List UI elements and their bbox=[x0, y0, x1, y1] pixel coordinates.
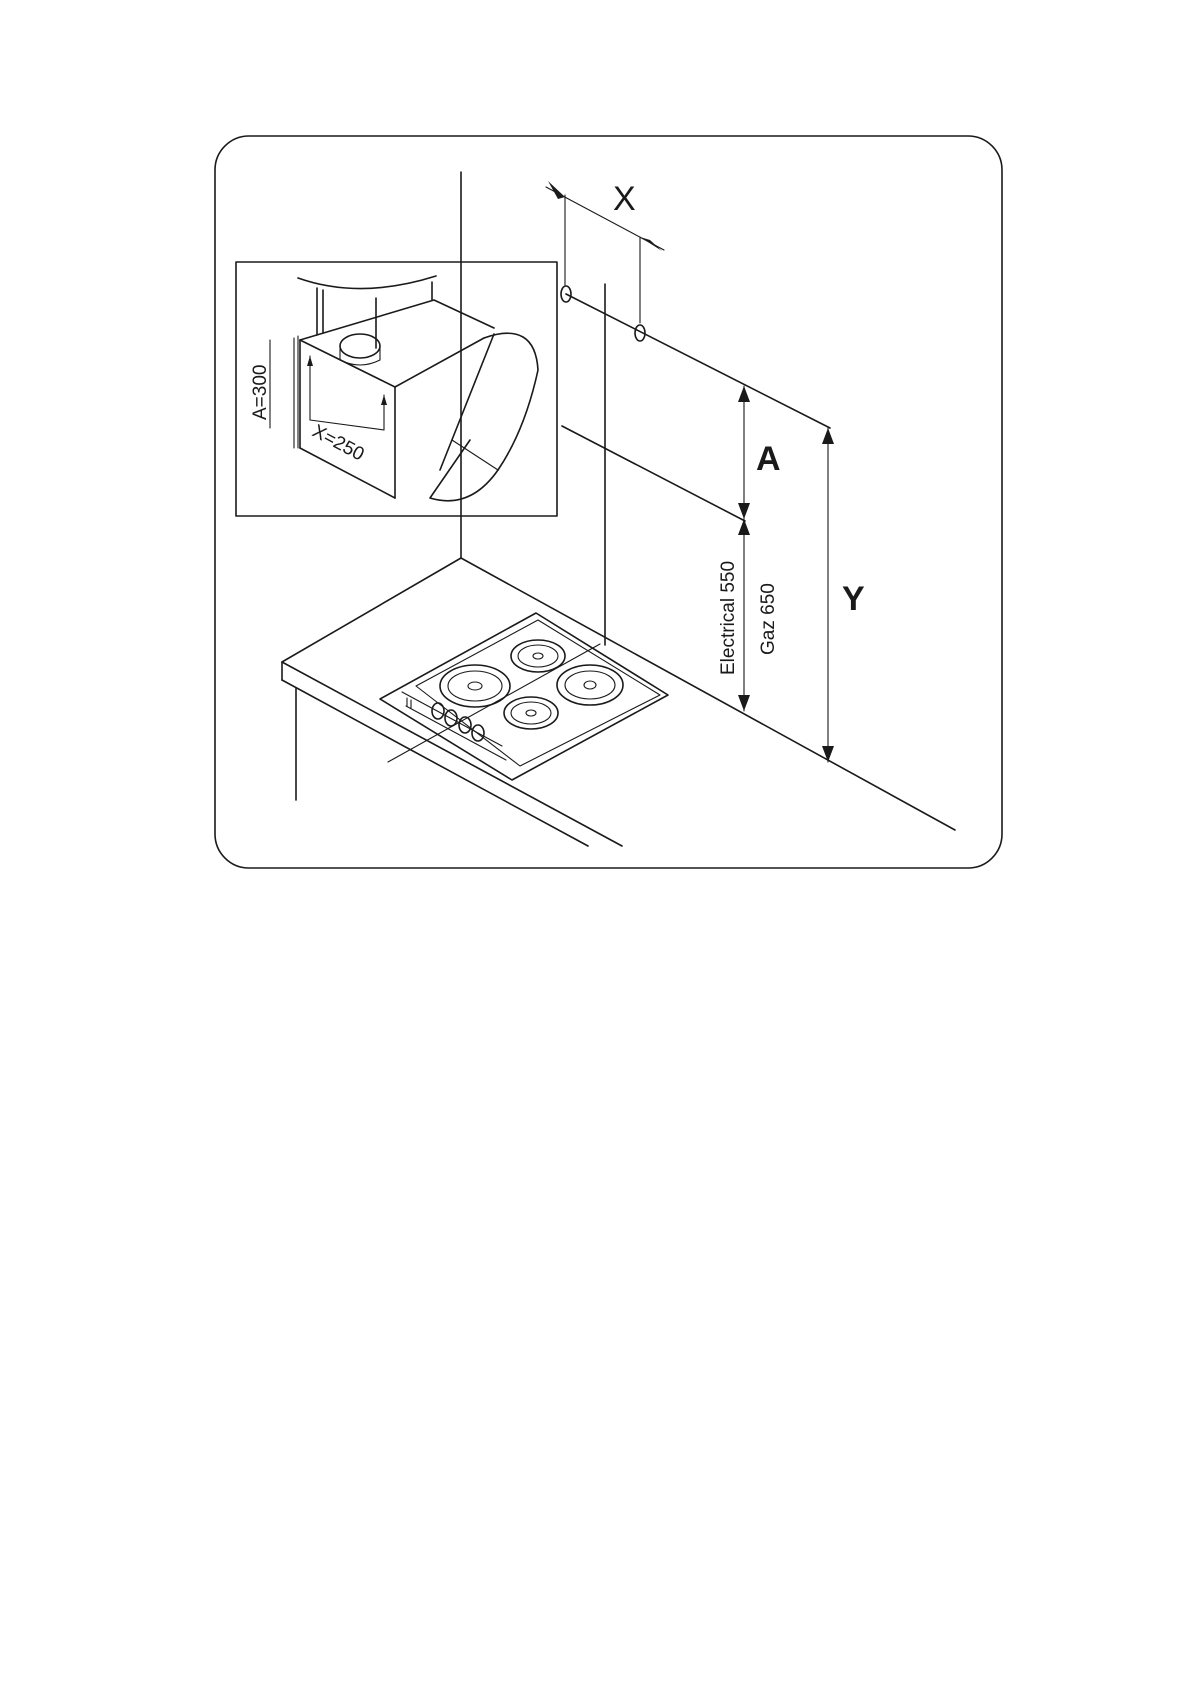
clearance-arrow-bottom bbox=[738, 695, 750, 711]
y-arrow-top bbox=[822, 428, 834, 444]
cooktop-centerline bbox=[388, 644, 600, 762]
inset-hood bbox=[270, 276, 538, 501]
label-x: X bbox=[613, 180, 636, 218]
label-y: Y bbox=[842, 580, 865, 618]
hood-bottom-line bbox=[562, 426, 745, 521]
clearance-arrow-top bbox=[738, 519, 750, 535]
label-electrical: Electrical 550 bbox=[718, 561, 739, 675]
label-a: A bbox=[756, 440, 781, 478]
a-arrow-bottom bbox=[738, 503, 750, 519]
label-gaz: Gaz 650 bbox=[758, 583, 779, 655]
inset-label-x: X=250 bbox=[309, 421, 368, 466]
inset-frame bbox=[236, 262, 557, 516]
diagram-frame bbox=[215, 136, 1002, 868]
cooktop bbox=[380, 613, 668, 780]
a-arrow-top bbox=[738, 386, 750, 402]
inset-label-a: A=300 bbox=[250, 365, 271, 420]
